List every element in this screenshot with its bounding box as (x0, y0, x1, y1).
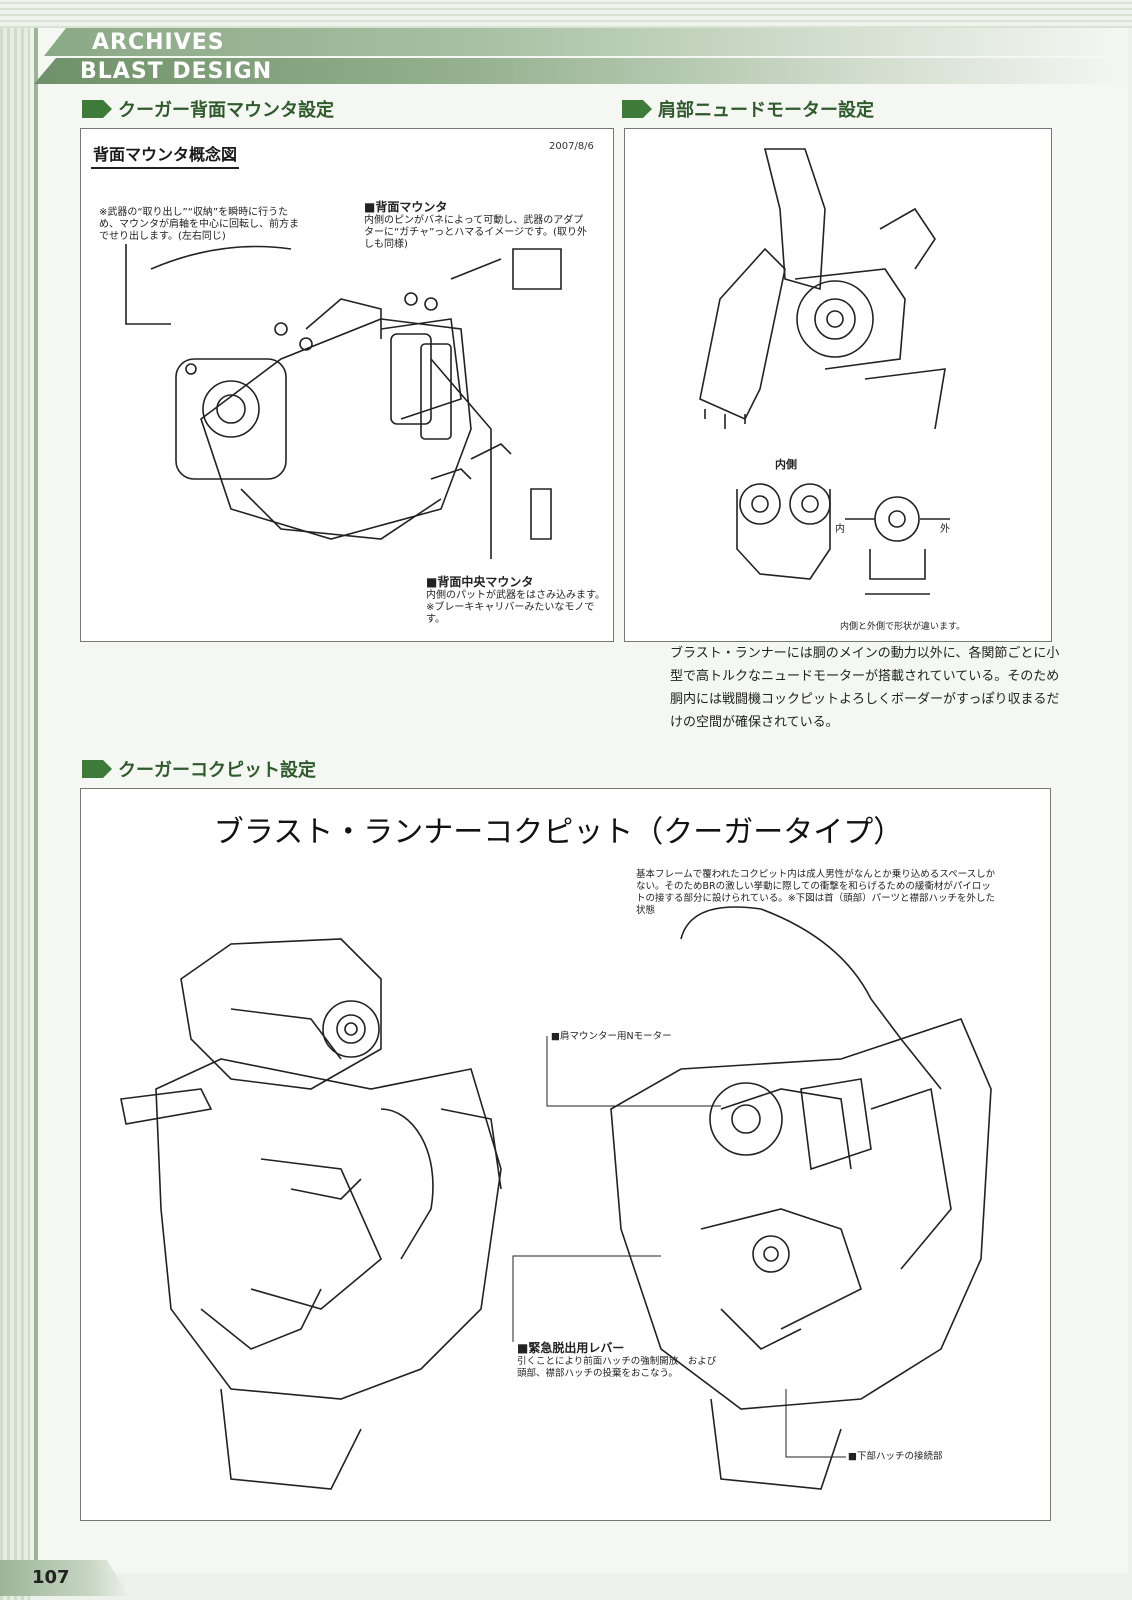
shoulder-caption: 内側と外側で形状が違います。 (840, 622, 966, 632)
section-heading-text: 肩部ニュードモーター設定 (658, 100, 874, 121)
note-mount-body: 内側のピンがバネによって可動し、武器のアダプターに“ガチャ”っとハマるイメージで… (364, 215, 587, 250)
label-motor: ■肩マウンター用Nモーター (551, 1031, 672, 1042)
out-label: 外 (940, 524, 950, 535)
inner-label: 内側 (775, 458, 797, 471)
header-archives: ARCHIVES (92, 30, 225, 55)
header-band-top (44, 28, 1129, 56)
section-heading-back-mount: クーガー背面マウンタ設定 (82, 96, 334, 122)
label-hatch: ■下部ハッチの接続部 (848, 1451, 943, 1462)
in-label: 内 (835, 524, 845, 535)
section-heading-text: クーガー背面マウンタ設定 (118, 100, 334, 121)
section-heading-text: クーガーコクピット設定 (118, 760, 316, 781)
cockpit-note: 基本フレームで覆われたコクピット内は成人男性がなんとか乗り込めるスペースしかない… (636, 869, 996, 916)
drawing-date: 2007/8/6 (549, 141, 594, 152)
page-number-tab (0, 1560, 130, 1596)
page-number: 107 (32, 1567, 70, 1588)
shoulder-drawing (699, 148, 950, 595)
shoulder-description: ブラスト・ランナーには胴のメインの動力以外に、各関節ごとに小型で高トルクなニュー… (670, 646, 1060, 730)
cockpit-drawing (120, 906, 992, 1490)
label-lever-title: ■緊急脱出用レバー (517, 1341, 625, 1355)
back-mount-drawing (125, 244, 562, 559)
header-band-bottom (34, 58, 1129, 84)
back-mount-box-title: 背面マウンタ概念図 (91, 141, 240, 169)
label-lever: ■緊急脱出用レバー 引くことにより前面ハッチの強制開放、および頭部、襟部ハッチの… (517, 1342, 717, 1380)
section-heading-cockpit: クーガーコクピット設定 (82, 756, 316, 782)
note-center: ■背面中央マウンタ 内側のパットが武器をはさみ込みます。※ブレーキキャリバーみた… (426, 576, 606, 626)
note-left: ※武器の“取り出し”“収納”を瞬時に行うため、マウンタが肩軸を中心に回転し、前方… (99, 207, 299, 242)
note-center-title: ■背面中央マウンタ (426, 575, 534, 589)
note-mount-title: ■背面マウンタ (364, 200, 448, 214)
header-blast-design: BLAST DESIGN (80, 59, 273, 84)
note-center-body: 内側のパットが武器をはさみ込みます。※ブレーキキャリバーみたいなモノです。 (426, 590, 605, 625)
label-lever-body: 引くことにより前面ハッチの強制開放、および頭部、襟部ハッチの投棄をおこなう。 (517, 1356, 717, 1379)
arrow-icon (622, 100, 652, 118)
cockpit-panel: ブラスト・ランナーコクピット（クーガータイプ） 基本フレームで覆われたコクピット… (80, 788, 1051, 1521)
note-mount: ■背面マウンタ 内側のピンがバネによって可動し、武器のアダプターに“ガチャ”っと… (364, 201, 589, 251)
cockpit-title: ブラスト・ランナーコクピット（クーガータイプ） (213, 815, 904, 850)
back-mount-panel: 背面マウンタ概念図 2007/8/6 ※武器の“取り出し”“収納”を瞬時に行うた… (80, 128, 614, 642)
shoulder-panel: 内側 内 外 内側と外側で形状が違います。 (624, 128, 1052, 642)
top-texture-strip (0, 0, 1132, 28)
arrow-icon (82, 760, 112, 778)
left-texture-strip (0, 0, 30, 1600)
arrow-icon (82, 100, 112, 118)
section-heading-shoulder: 肩部ニュードモーター設定 (622, 96, 874, 122)
